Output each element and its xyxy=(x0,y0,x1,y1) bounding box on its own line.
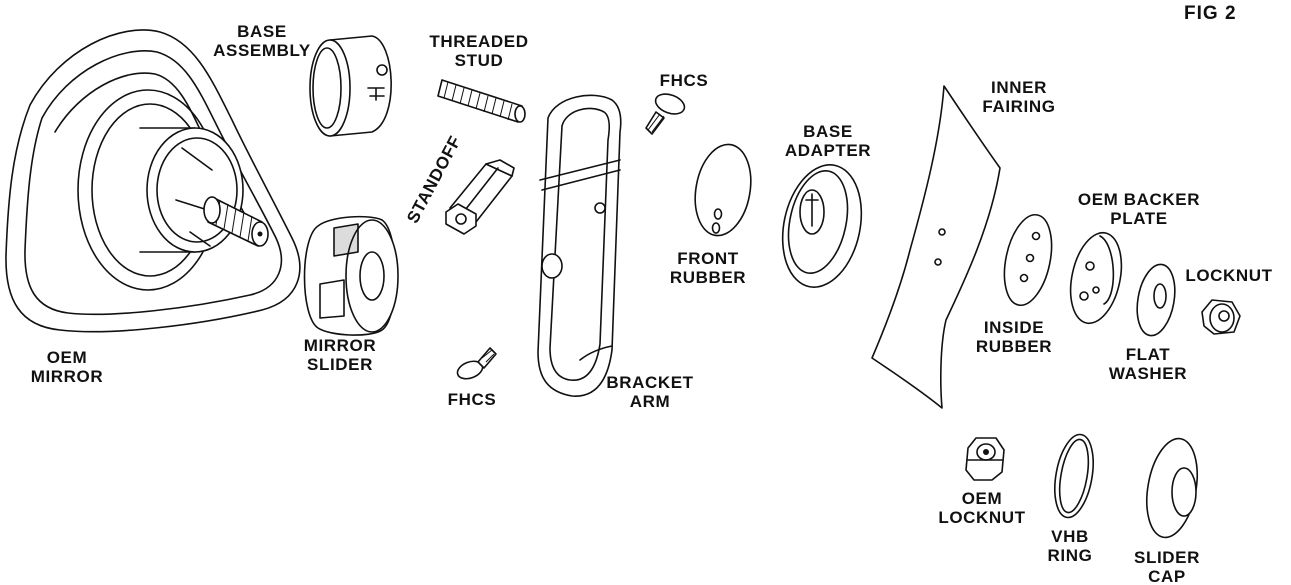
label-bracket-arm: BRACKET ARM xyxy=(606,373,694,411)
label-vhb-ring: VHB RING xyxy=(1047,527,1093,565)
label-slider-cap: SLIDER CAP xyxy=(1134,548,1200,585)
vhb-ring-drawing xyxy=(1054,433,1094,519)
inner-fairing-drawing xyxy=(871,85,1001,409)
standoff-drawing xyxy=(445,159,515,235)
label-inside-rubber: INSIDE RUBBER xyxy=(975,318,1053,356)
label-base-adapter: BASE ADAPTER xyxy=(784,122,872,160)
base-adapter-drawing xyxy=(781,164,863,288)
fhcs-upper-drawing xyxy=(645,93,686,135)
locknut-drawing xyxy=(1201,299,1241,335)
threaded-stud-drawing xyxy=(437,79,526,123)
oem-mirror-drawing xyxy=(5,29,301,333)
front-rubber-drawing xyxy=(694,143,752,237)
slider-cap-drawing xyxy=(1146,437,1198,539)
figure-label: FIG 2 xyxy=(1184,3,1237,24)
label-threaded-stud: THREADED STUD xyxy=(429,32,529,70)
label-oem-mirror: OEM MIRROR xyxy=(30,348,104,386)
label-base-assembly: BASE ASSEMBLY xyxy=(213,22,311,60)
label-flat-washer: FLAT WASHER xyxy=(1108,345,1188,383)
label-oem-locknut: OEM LOCKNUT xyxy=(938,489,1026,527)
bracket-arm-drawing xyxy=(537,94,622,397)
label-mirror-slider: MIRROR SLIDER xyxy=(303,336,377,374)
inside-rubber-drawing xyxy=(1003,213,1053,307)
fhcs-lower-drawing xyxy=(456,347,497,380)
label-locknut: LOCKNUT xyxy=(1185,266,1273,285)
label-fhcs-upper: FHCS xyxy=(659,71,709,90)
oem-backer-plate-drawing xyxy=(1069,231,1123,325)
oem-locknut-drawing xyxy=(965,437,1005,481)
base-assembly-drawing xyxy=(309,35,392,137)
flat-washer-drawing xyxy=(1136,263,1176,337)
label-inner-fairing: INNER FAIRING xyxy=(982,78,1056,116)
label-front-rubber: FRONT RUBBER xyxy=(669,249,747,287)
label-fhcs-lower: FHCS xyxy=(447,390,497,409)
label-oem-backer-plate: OEM BACKER PLATE xyxy=(1077,190,1201,228)
mirror-slider-drawing xyxy=(303,215,399,336)
